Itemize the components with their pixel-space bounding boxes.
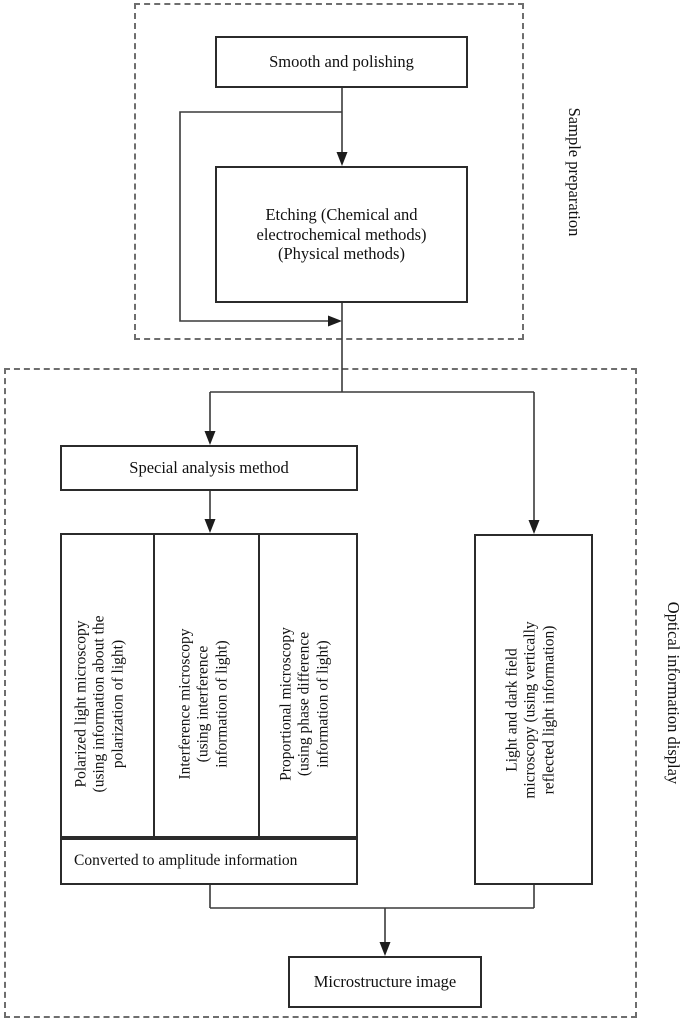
region-optical-information-display xyxy=(4,368,637,1018)
node-special-analysis-method-label: Special analysis method xyxy=(129,458,289,478)
node-interference-microscopy-label: Interference microscopy (using interfere… xyxy=(176,628,231,780)
node-converted-to-amplitude-information[interactable]: Converted to amplitude information xyxy=(60,838,358,885)
node-proportional-microscopy-label: Proportional microscopy (using phase dif… xyxy=(277,627,332,781)
region-sample-preparation-label: Sample preparation xyxy=(565,107,584,237)
region-sample-preparation xyxy=(134,3,524,340)
node-proportional-microscopy[interactable] xyxy=(258,533,358,838)
node-light-and-dark-field-microscopy-label: Light and dark field microscopy (using v… xyxy=(503,621,558,799)
node-smooth-and-polishing-label: Smooth and polishing xyxy=(269,52,414,72)
node-smooth-and-polishing[interactable]: Smooth and polishing xyxy=(215,36,468,88)
node-converted-to-amplitude-information-label: Converted to amplitude information xyxy=(74,852,298,870)
node-polarized-light-microscopy-label: Polarized light microscopy (using inform… xyxy=(72,615,127,793)
node-microstructure-image[interactable]: Microstructure image xyxy=(288,956,482,1008)
node-etching-label: Etching (Chemical and electrochemical me… xyxy=(256,205,427,264)
node-microstructure-image-label: Microstructure image xyxy=(313,972,457,992)
node-special-analysis-method[interactable]: Special analysis method xyxy=(60,445,358,491)
region-optical-information-display-label: Optical information display xyxy=(664,601,683,785)
node-etching[interactable]: Etching (Chemical and electrochemical me… xyxy=(215,166,468,303)
node-light-and-dark-field-microscopy[interactable] xyxy=(474,534,593,885)
